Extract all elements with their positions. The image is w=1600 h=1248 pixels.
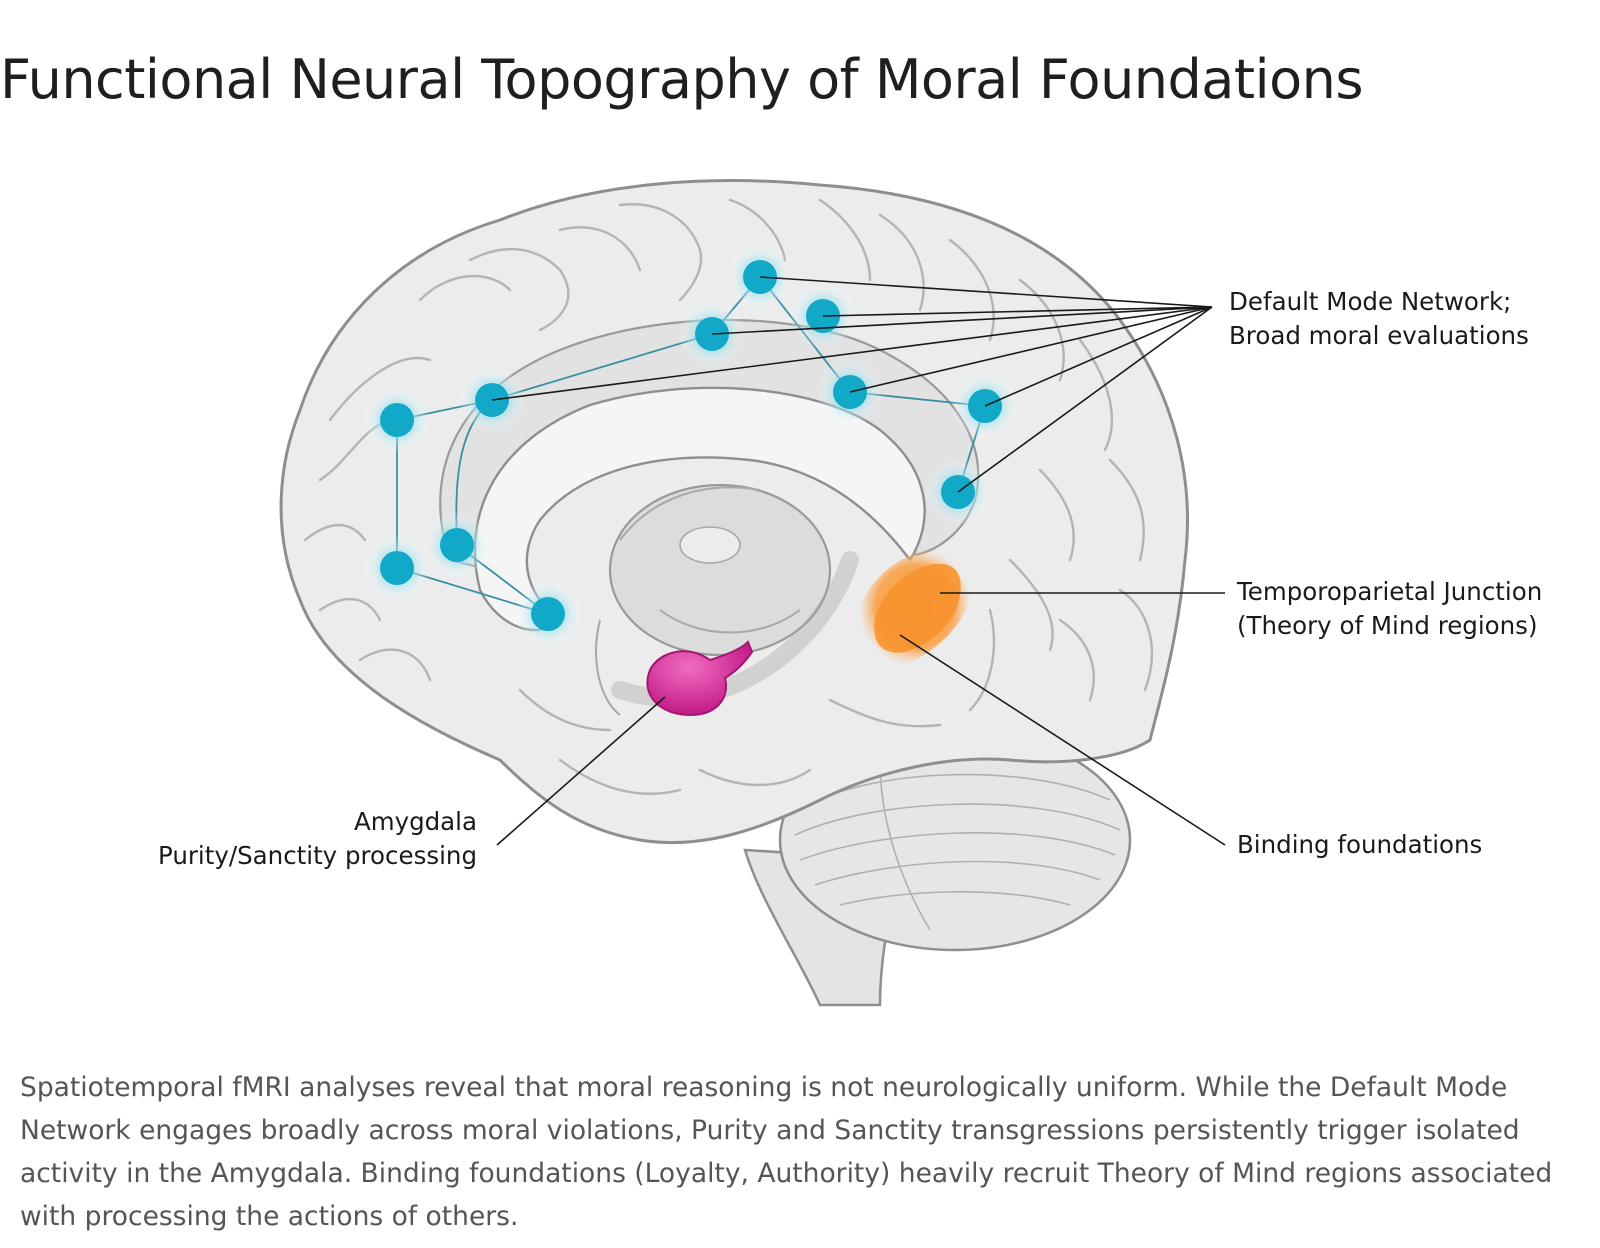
amygdala-label-line2: Purity/Sanctity processing	[158, 841, 477, 870]
dmn-node	[363, 534, 431, 602]
tpj-label-line2: (Theory of Mind regions)	[1237, 611, 1538, 640]
thalamus	[608, 483, 832, 657]
gyri	[303, 198, 1153, 795]
binding-label: Binding foundations	[1237, 830, 1482, 859]
leader-lines	[491, 276, 1226, 846]
brain-diagram: Default Mode Network; Broad moral evalua…	[0, 150, 1600, 1030]
corpus-callosum	[473, 386, 926, 632]
amygdala-label-line1: Amygdala	[354, 807, 477, 836]
cerebellum	[778, 728, 1132, 952]
page-title: Functional Neural Topography of Moral Fo…	[0, 48, 1363, 111]
figure-caption: Spatiotemporal fMRI analyses reveal that…	[20, 1072, 1553, 1232]
dmn-label-line1: Default Mode Network;	[1229, 287, 1511, 316]
dmn-node	[514, 580, 582, 648]
dmn-node	[423, 511, 491, 579]
dmn-label-line2: Broad moral evaluations	[1229, 321, 1529, 350]
dmn-nodes	[363, 243, 1019, 648]
dmn-node	[363, 386, 431, 454]
tpj-label-line1: Temporoparietal Junction	[1236, 577, 1542, 606]
amygdala-region	[646, 640, 754, 717]
